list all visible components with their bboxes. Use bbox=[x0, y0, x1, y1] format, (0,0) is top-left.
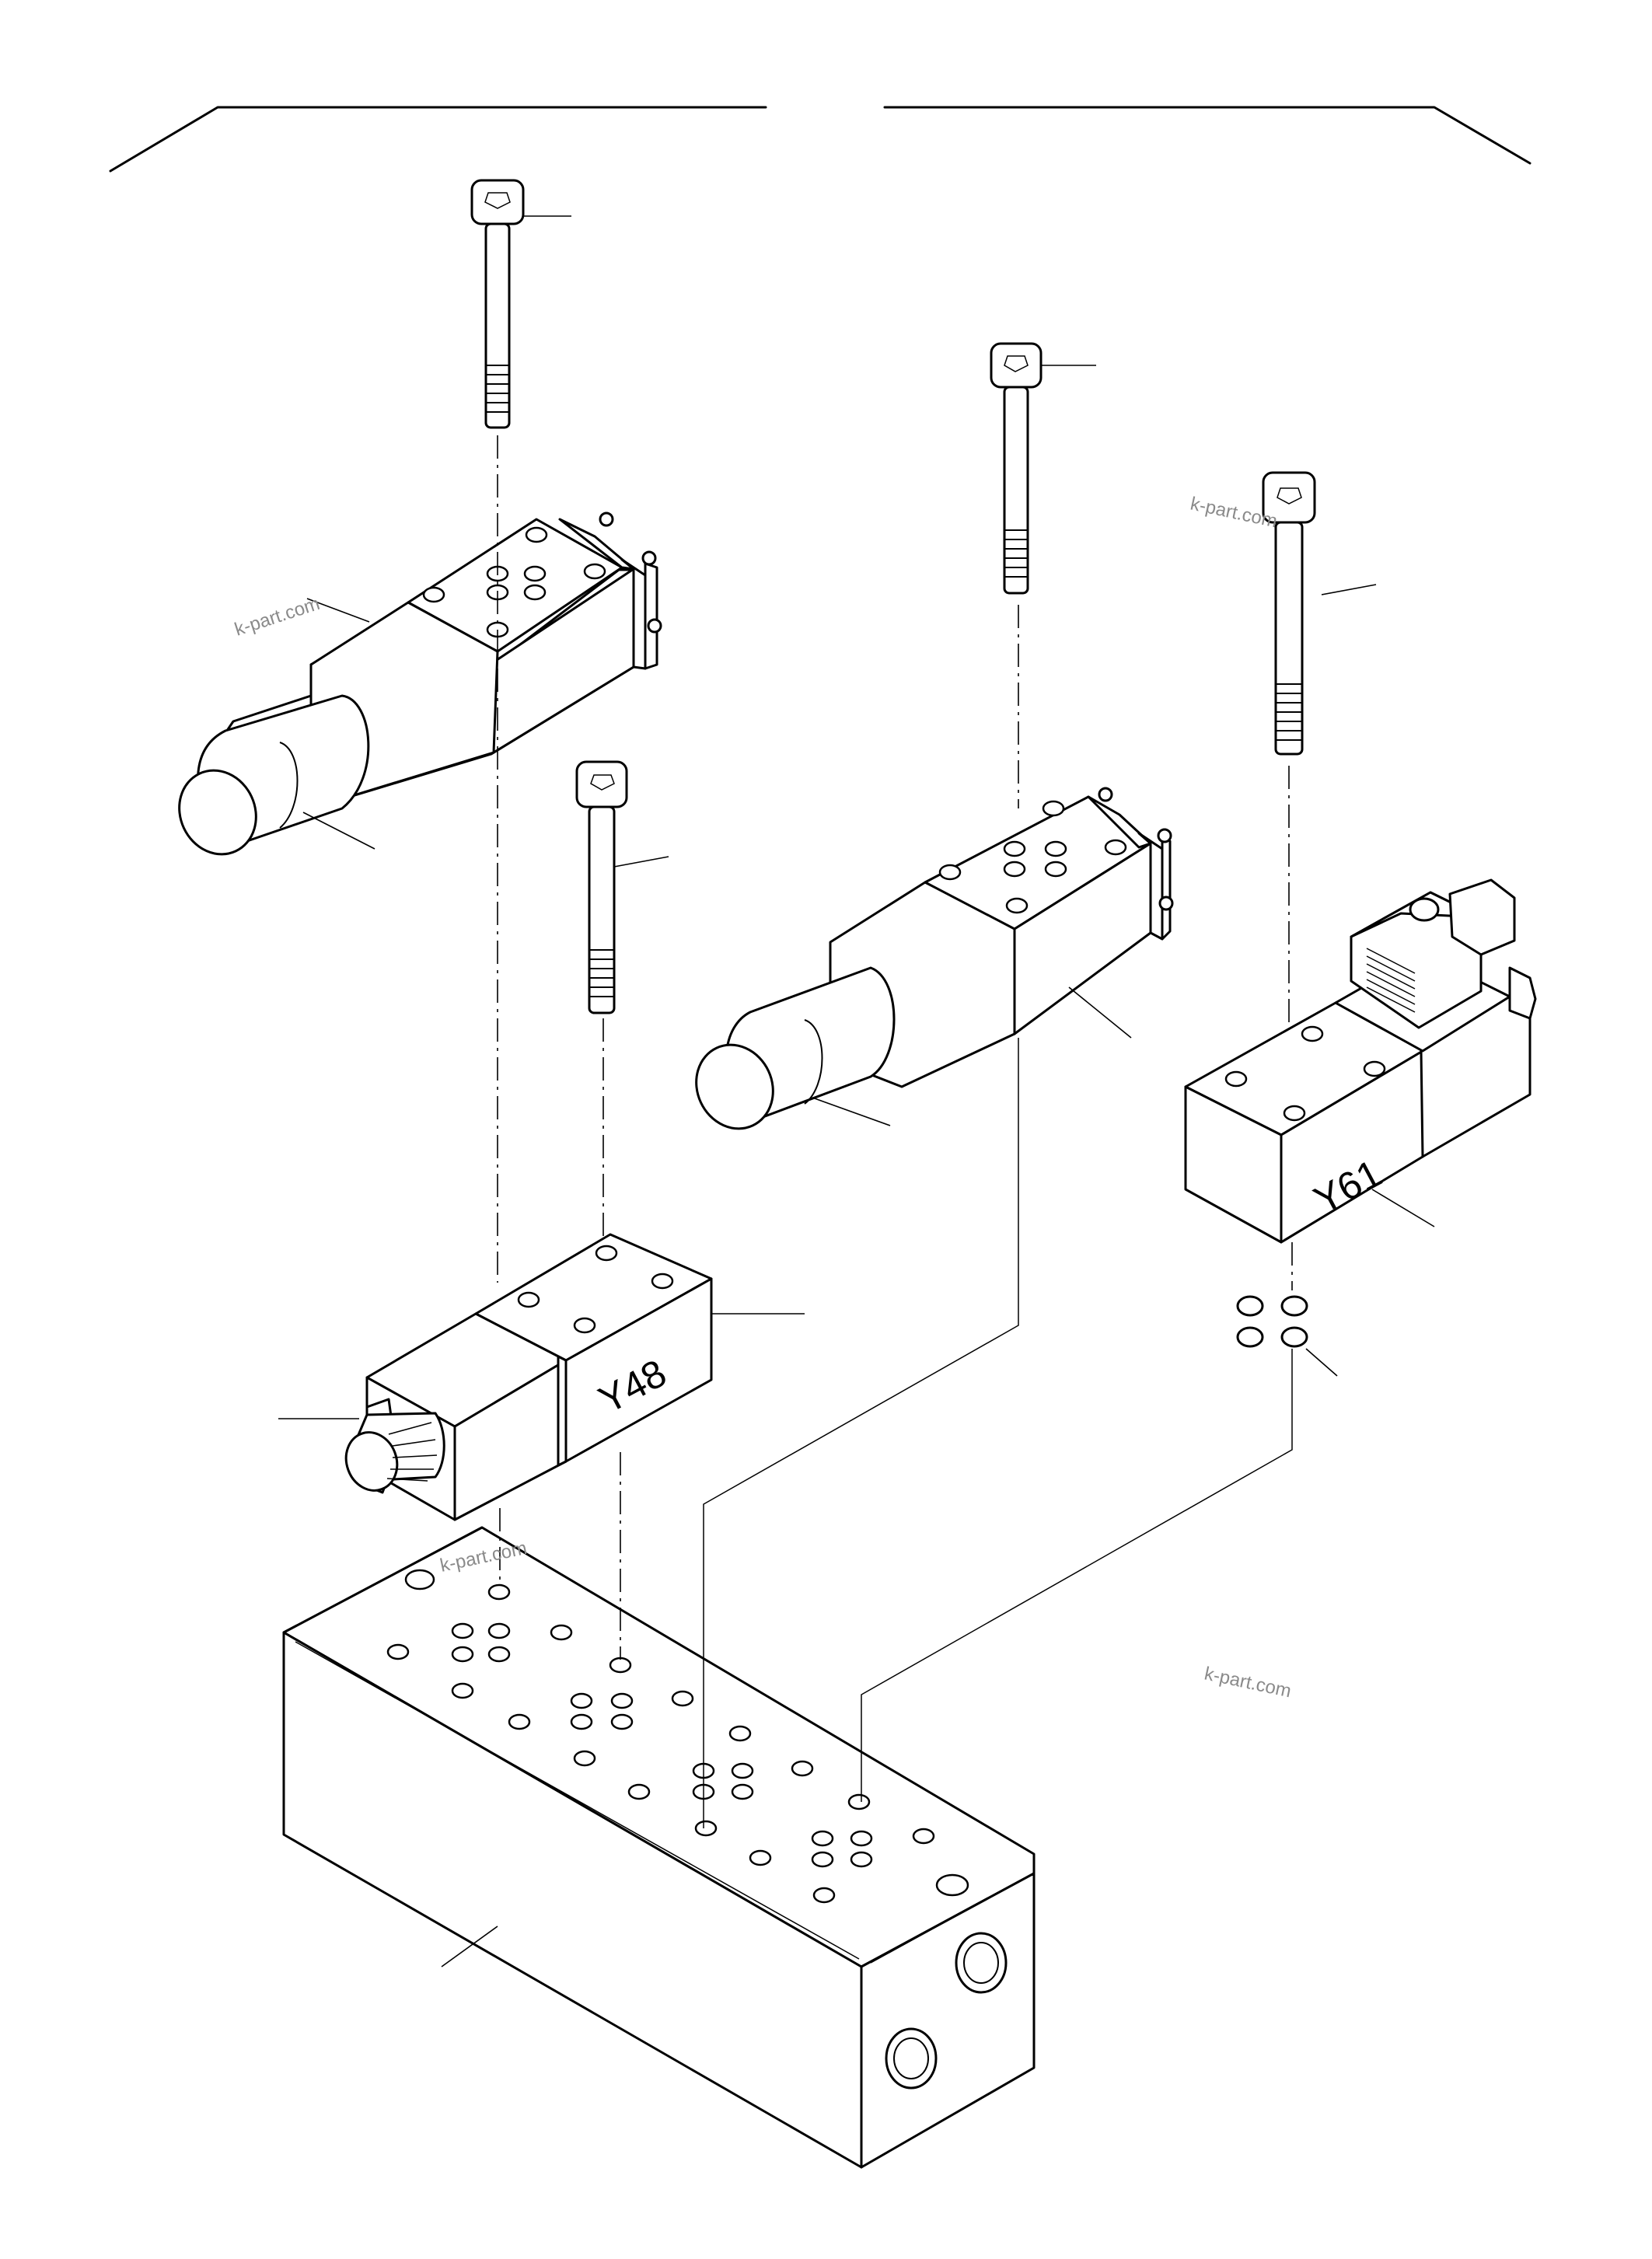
bolt-3 bbox=[990, 342, 1096, 595]
manifold-block bbox=[282, 1526, 1036, 2169]
solenoid-valve-y48: Y48 bbox=[278, 1233, 805, 1521]
bolt-2 bbox=[575, 760, 669, 1014]
bolt-1 bbox=[470, 179, 571, 429]
watermark: k-part.com bbox=[1203, 1663, 1293, 1702]
solenoid-valve-y61: Y61 bbox=[1184, 878, 1537, 1244]
pilot-valve-left bbox=[178, 512, 662, 856]
watermark: k-part.com bbox=[232, 593, 323, 641]
assembly-centerlines bbox=[497, 435, 1293, 1828]
manifold-threaded-ports bbox=[885, 1932, 1008, 2090]
top-frame bbox=[109, 106, 1532, 173]
pilot-valve-center bbox=[695, 787, 1174, 1130]
bolt-4 bbox=[1262, 471, 1377, 756]
manifold-ports bbox=[386, 1569, 969, 1904]
o-rings bbox=[1236, 1295, 1338, 1377]
